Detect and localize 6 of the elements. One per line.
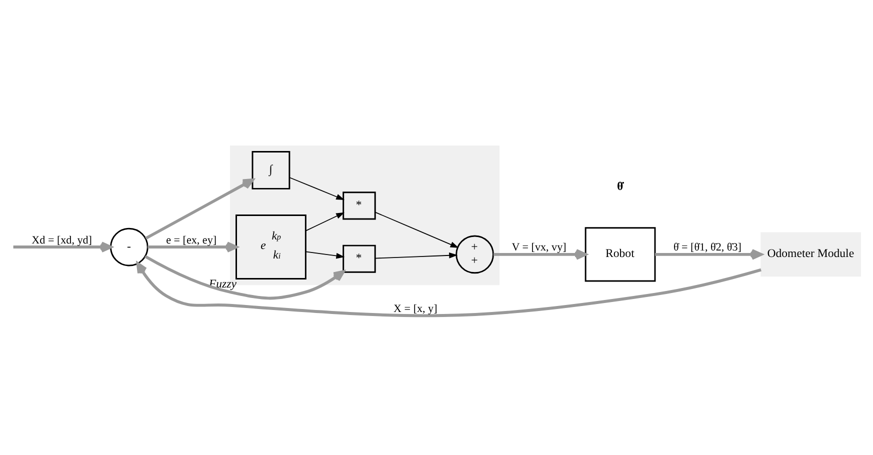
label: θ̇	[616, 178, 624, 193]
edge-label: θ̇ = [θ̇1, θ̇2, θ̇3]	[673, 241, 742, 254]
edge-label: V = [vx, vy]	[512, 241, 566, 254]
edge-label: Xd = [xd, yd]	[32, 234, 92, 246]
edge-label: X = [x, y]	[394, 302, 438, 315]
edge-label: e = [ex, ey]	[166, 234, 217, 246]
